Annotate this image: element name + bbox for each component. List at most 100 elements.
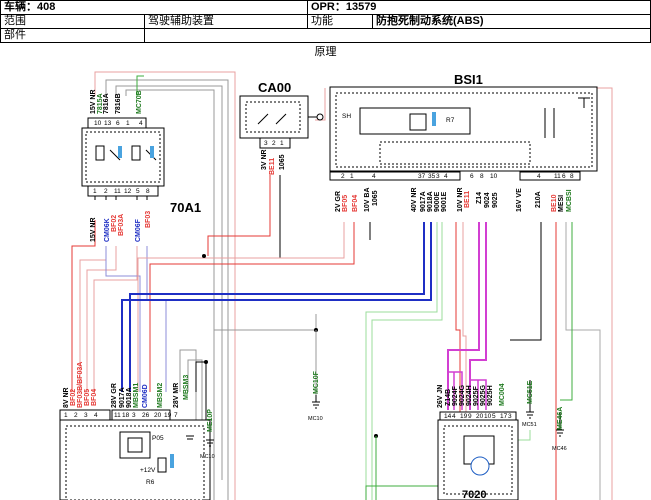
wire-magenta: [448, 371, 463, 410]
svg-text:14: 14: [444, 413, 452, 420]
label-9025: 9025: [492, 192, 499, 208]
70a1-name: 70A1: [170, 200, 201, 215]
svg-text:3: 3: [264, 140, 268, 147]
label-1065-ca: 1065: [279, 154, 286, 170]
wire-blue: [121, 222, 432, 392]
svg-text:11: 11: [114, 188, 121, 195]
svg-text:10: 10: [484, 413, 492, 420]
label-9017a2: 9017A: [119, 387, 126, 408]
wire-green: [560, 222, 573, 401]
label-28vmr: 28V MR: [173, 383, 180, 408]
ground-symbol: [206, 439, 214, 447]
label-mcbsi: MCBSI: [566, 189, 573, 212]
label-9024f: 9024F: [452, 385, 459, 406]
wire-green: [136, 75, 144, 96]
svg-text:9: 9: [468, 413, 472, 420]
label-3vnr: 3V NR: [261, 149, 268, 170]
svg-text:10: 10: [490, 173, 498, 180]
svg-text:1: 1: [280, 140, 284, 147]
label-bf05: BF05: [342, 195, 349, 212]
svg-text:2: 2: [74, 412, 78, 419]
wire-pink: [137, 222, 345, 392]
svg-text:7: 7: [174, 412, 178, 419]
svg-text:37: 37: [418, 173, 426, 180]
r7-label: R7: [446, 117, 455, 124]
module-bsi1: [329, 86, 598, 181]
label-cm06d: CM06D: [142, 384, 149, 408]
label-mc70b: MC70B: [136, 90, 143, 114]
ca00-name: CA00: [258, 80, 291, 95]
wire-red: [71, 220, 96, 392]
label-9000e: 9000E: [434, 191, 441, 212]
wire-pink: [93, 246, 138, 392]
label-40vnr: 40V NR: [411, 187, 418, 212]
label-bf03: BF03: [145, 211, 152, 228]
label-z14b: Z14B: [445, 389, 452, 406]
label-mc10gnd: MC10: [200, 454, 215, 460]
label-bf02l: BF02: [70, 389, 77, 406]
wire-black: [204, 175, 281, 259]
label-cm06f: CM06F: [135, 218, 142, 242]
wire-pink: [86, 246, 117, 392]
svg-text:5: 5: [492, 413, 496, 420]
module-7800: [59, 409, 211, 500]
wire-magenta: [447, 222, 480, 410]
svg-text:18: 18: [122, 412, 130, 419]
label-be11: BE11: [269, 158, 276, 175]
label-bf04l: BF04: [91, 389, 98, 406]
label-7815a: 7815A: [97, 93, 104, 114]
svg-text:4: 4: [372, 173, 376, 180]
label-9025g: 9025G: [480, 384, 487, 406]
junction-dot: [204, 360, 208, 364]
svg-text:2: 2: [272, 140, 276, 147]
grounds: [186, 395, 564, 447]
label-9024h: 9024H: [466, 385, 473, 406]
svg-text:4: 4: [537, 173, 541, 180]
wire-red: [149, 222, 355, 392]
svg-text:8: 8: [570, 173, 574, 180]
internal-marks: SH R7 P05 +12V R6: [140, 113, 455, 486]
wire-gray: [105, 79, 229, 500]
svg-text:19: 19: [164, 412, 172, 419]
wire-gray: [565, 222, 601, 500]
switch-ca00: [239, 95, 324, 149]
label-mc10f: MC10F: [313, 370, 320, 394]
label-me10p: ME10P: [207, 409, 214, 432]
svg-text:13: 13: [104, 120, 112, 127]
svg-text:5: 5: [136, 188, 140, 195]
label-1065-bsi: 1065: [372, 190, 379, 206]
svg-text:8: 8: [146, 188, 150, 195]
label-9017a: 9017A: [420, 191, 427, 212]
label-bf02: BF02: [111, 215, 118, 232]
junction-dot: [202, 254, 206, 258]
label-mbsm3: MBSM3: [183, 375, 190, 400]
header-table: 车辆：408 OPR：13579 范围 驾驶辅助装置 功能 防抱死制动系统(AB…: [0, 0, 651, 43]
svg-text:1: 1: [64, 412, 68, 419]
sh-label: SH: [342, 113, 351, 120]
label-be11b: BE11: [464, 191, 471, 208]
7020-name: 7020: [462, 489, 486, 500]
label-8vnr: 8V NR: [63, 387, 70, 408]
label-bf04: BF04: [352, 195, 359, 212]
label-15vnr-bot: 15V NR: [90, 217, 97, 242]
label-bf03a: BF03A: [118, 214, 125, 236]
label-9024g: 9024G: [459, 384, 466, 406]
label-mc004: MC004: [499, 383, 506, 406]
label-9001e: 9001E: [441, 191, 448, 212]
wire-gray: [105, 246, 141, 392]
label-9018a: 9018A: [427, 191, 434, 212]
label-26vjn: 26V JN: [437, 385, 444, 408]
label-z14: Z14: [476, 192, 483, 204]
wires: [71, 71, 613, 500]
svg-text:26: 26: [142, 412, 150, 419]
ground-symbol: [312, 395, 320, 409]
label-10vnr: 10V NR: [457, 187, 464, 212]
svg-text:2: 2: [104, 188, 108, 195]
svg-text:4: 4: [139, 120, 143, 127]
svg-text:4: 4: [444, 173, 448, 180]
svg-text:1: 1: [93, 188, 97, 195]
label-9018a2: 9018A: [126, 387, 133, 408]
subtitle: 原理: [314, 46, 337, 58]
